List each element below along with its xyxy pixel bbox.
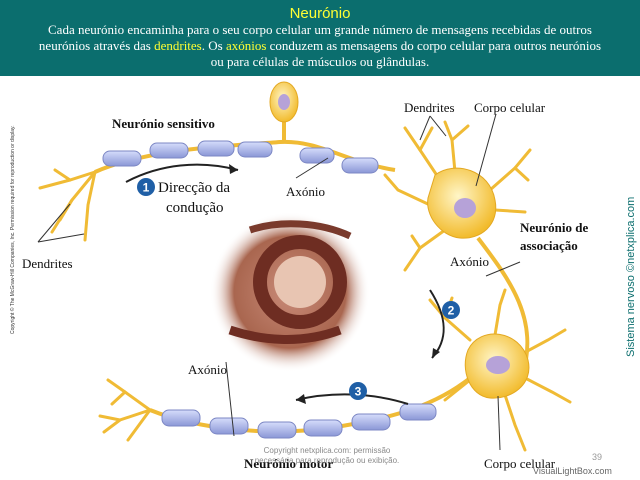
header-banner: Neurónio Cada neurónio encaminha para o …	[0, 0, 640, 76]
motor-neuron	[98, 288, 572, 452]
motor-nucleus	[486, 356, 510, 374]
step-3-badge: 3	[349, 382, 367, 400]
highlight-axons: axónios	[225, 38, 267, 53]
label-dendrites-top: Dendrites	[404, 100, 455, 115]
motor-dendrites	[428, 288, 572, 452]
sensory-neuron	[38, 81, 396, 242]
step-1-number: 1	[143, 181, 150, 195]
label-direction-line-1: Direcção da	[158, 180, 231, 196]
association-dendrites	[383, 120, 532, 272]
label-association-line-1: Neurónio de	[520, 220, 589, 235]
header-title: Neurónio	[289, 5, 351, 22]
micrograph-inset	[210, 212, 370, 372]
sensory-myelin	[102, 140, 379, 174]
motor-terminal-branches	[98, 378, 152, 442]
label-motor-neuron: Neurónio motor	[244, 456, 334, 471]
site-vertical-text: Sistema nervoso ©netxplica.com	[625, 196, 637, 357]
step-1-badge: 1	[137, 178, 155, 196]
label-axon-bottom: Axónio	[188, 362, 227, 377]
watermark: Copyright netxplica.com: permissão neces…	[232, 446, 422, 466]
label-axon-top: Axónio	[286, 184, 325, 199]
association-nucleus	[454, 198, 476, 218]
header-line-1: Cada neurónio encaminha para o seu corpo…	[48, 22, 592, 37]
label-cell-body-bottom: Corpo celular	[484, 456, 556, 471]
header-line-3: ou para células de músculos ou glândulas…	[210, 54, 430, 69]
label-cell-body-top: Corpo celular	[474, 100, 546, 115]
label-direction-line-2: condução	[166, 200, 224, 216]
step-2-number: 2	[448, 304, 455, 318]
highlight-dendrites: dendrites	[154, 38, 202, 53]
sensory-dendrites	[38, 168, 97, 242]
header-line-2: neurónios através das dendrites. Os axón…	[8, 38, 632, 54]
watermark-line-1: Copyright netxplica.com: permissão	[263, 446, 391, 455]
label-sensory-neuron: Neurónio sensitivo	[112, 116, 215, 131]
leader-lines	[37, 113, 521, 451]
label-axon-right: Axónio	[450, 254, 489, 269]
label-dendrites-left: Dendrites	[22, 256, 73, 271]
sensory-nucleus	[278, 94, 290, 110]
step-3-number: 3	[355, 385, 362, 399]
header-line-2-a: neurónios através das	[38, 38, 155, 53]
label-association-line-2: associação	[520, 238, 578, 253]
arrow-1	[125, 163, 239, 183]
header-line-2-c: conduzem as mensagens do corpo celular p…	[266, 38, 602, 53]
page-number: 39	[592, 452, 603, 462]
visuallightbox-stamp: VisualLightBox.com	[533, 466, 612, 476]
motor-myelin	[161, 403, 437, 439]
watermark-line-2: necessária para reprodução ou exibição.	[254, 456, 400, 465]
neuron-diagram: 1 2 3	[37, 81, 572, 452]
copyright-vertical-text: Copyright © The McGraw-Hill Companies, I…	[10, 125, 16, 334]
header-line-2-b: . Os	[201, 38, 226, 53]
step-2-badge: 2	[442, 301, 460, 319]
